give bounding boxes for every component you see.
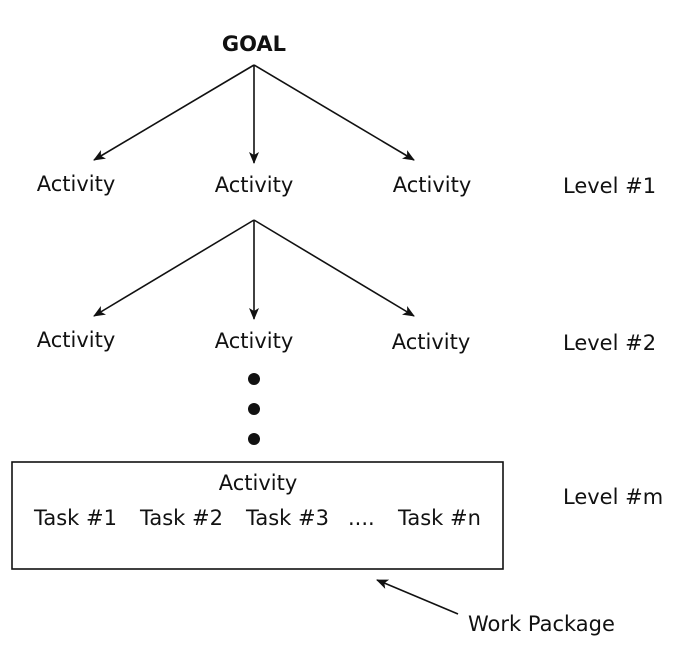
level2-activity-2: Activity [215,329,294,353]
task-n: Task #n [397,506,481,530]
task-3: Task #3 [245,506,329,530]
task-ellipsis: .... [348,506,375,530]
continuation-dot [248,403,260,415]
continuation-dot [248,433,260,445]
level2-activity-1: Activity [37,328,116,352]
level1-activity-3: Activity [393,173,472,197]
goal-label: GOAL [222,32,286,56]
work-package-pointer-arrow [376,579,459,615]
level1-label: Level #1 [563,174,656,198]
task-1: Task #1 [33,506,117,530]
work-package-label: Work Package [468,612,615,636]
continuation-dot [248,373,260,385]
goal-to-activity-1-3-arrow [253,64,415,161]
goal-to-activity-1-1-arrow [93,64,255,161]
activity-to-activity-2-1-arrow [93,219,255,317]
level1-activity-2: Activity [215,173,294,197]
task-2: Task #2 [139,506,223,530]
activity-to-activity-2-3-arrow [253,219,415,317]
level2-label: Level #2 [563,331,656,355]
level1-activity-1: Activity [37,172,116,196]
level2-activity-3: Activity [392,330,471,354]
levelm-label: Level #m [563,485,663,509]
work-package-box [11,461,504,570]
levelm-activity: Activity [219,471,298,495]
